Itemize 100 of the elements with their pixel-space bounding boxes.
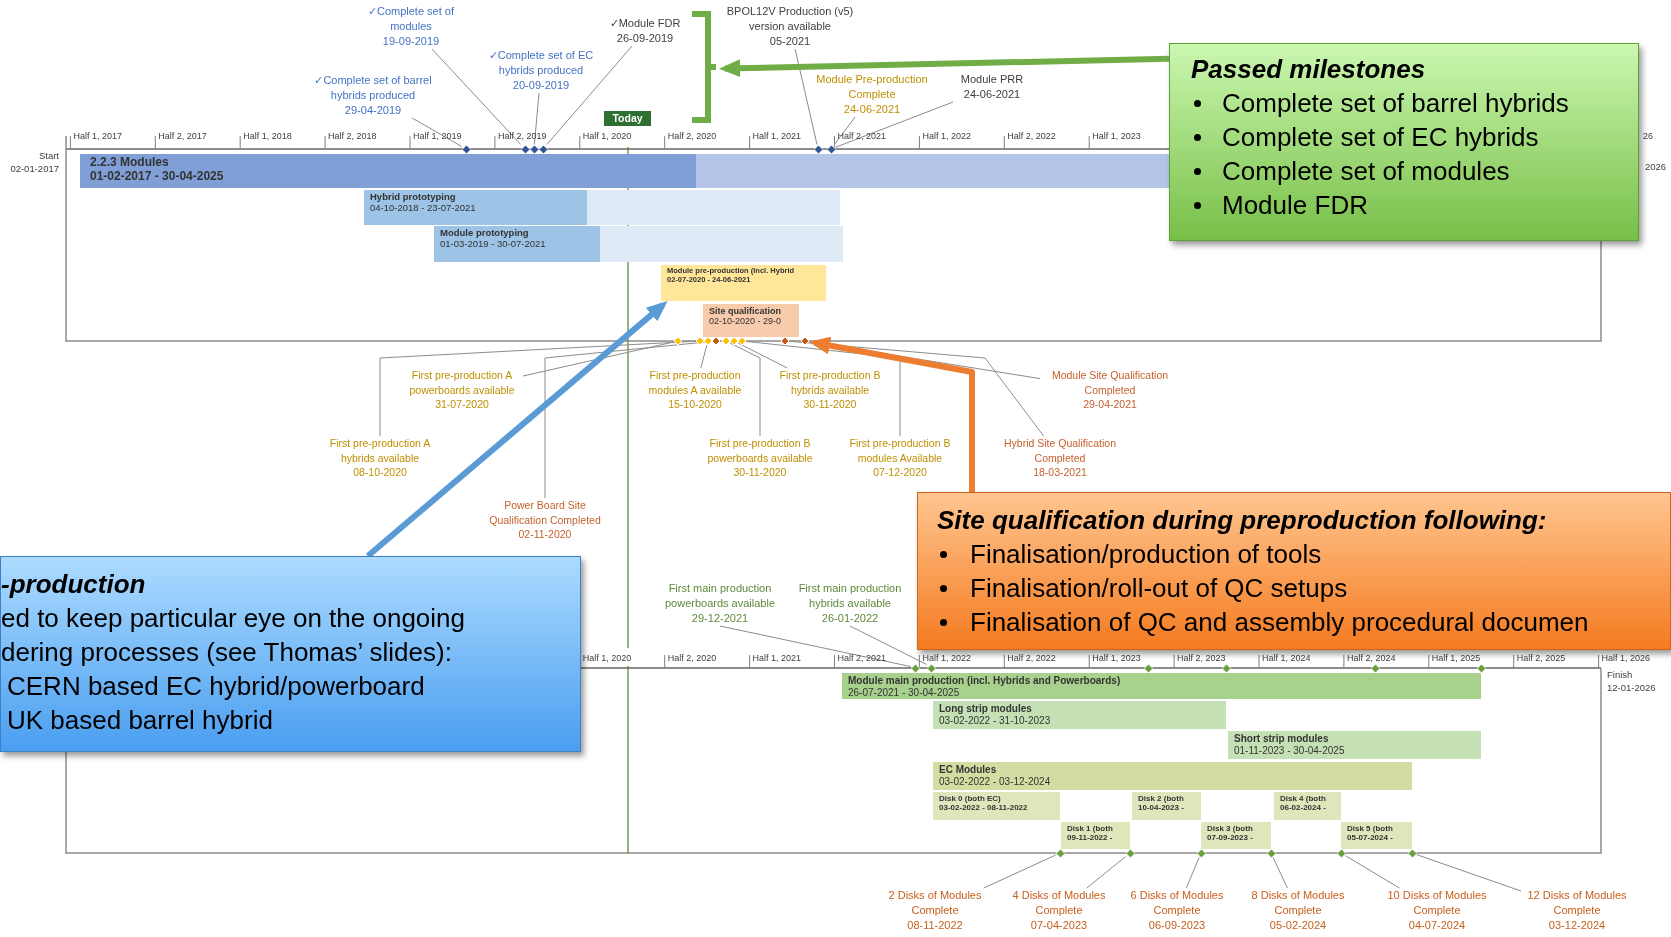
task-dates: 03-02-2022 - 31-10-2023 [939, 714, 1052, 726]
axis-label: 26 [1643, 131, 1653, 142]
milestone-diamond [674, 337, 682, 345]
axis-label: Half 2, 2019 [497, 131, 547, 142]
leader-line [849, 625, 927, 665]
bullet-item: Finalisation/production of tools [918, 537, 1670, 571]
task-bar [80, 154, 1169, 188]
task-dates: 07-09-2023 - [1207, 833, 1254, 843]
milestone-date: 29-04-2021 [1082, 397, 1138, 412]
milestone-label: Hybrid Site Qualification Completed [1002, 436, 1118, 465]
milestone-label: BPOL12V Production (v5) version available [725, 4, 855, 34]
task-name: Long strip modules [939, 703, 1033, 715]
axis-label: Half 1, 2023 [1092, 131, 1141, 142]
milestone-label: ✓Complete set of modules [366, 4, 455, 34]
milestone-date: 05-02-2024 [1268, 918, 1328, 933]
milestone-diamond [1336, 848, 1346, 858]
callout-box [1169, 43, 1639, 241]
milestone-date: 20-09-2019 [511, 78, 571, 93]
milestone-diamond [1407, 848, 1417, 858]
bullet-item: Complete set of EC hybrids [1170, 120, 1638, 154]
task-bar [1132, 792, 1201, 820]
milestone-date: 05-2021 [768, 34, 812, 49]
task-bar [933, 762, 1412, 790]
date-label: 2026 [1645, 161, 1667, 173]
milestone-date: 24-06-2021 [842, 102, 902, 117]
milestone-label: 8 Disks of Modules Complete [1250, 888, 1346, 918]
callout-text: CERN based EC hybrid/powerboard [6, 670, 426, 703]
milestone-date: 18-03-2021 [1032, 465, 1088, 480]
task-dates: 03-02-2022 - 08-11-2022 [939, 803, 1029, 813]
bullet-item: Complete set of modules [1170, 154, 1638, 188]
axis-label: Half 2, 2020 [667, 653, 717, 664]
callout-text: dering processes (see Thomas’ slides): [1, 636, 453, 669]
axis-label: Half 1, 2018 [243, 131, 292, 142]
leader-line [522, 341, 675, 377]
leader-line [379, 340, 697, 437]
milestone-date: 30-11-2020 [732, 465, 788, 480]
axis-label: Half 2, 2018 [328, 131, 377, 142]
leader-line [533, 92, 540, 145]
date-label: Start [37, 150, 59, 162]
milestone-label: 12 Disks of Modules Complete [1526, 888, 1628, 918]
date-label: 12-01-2026 [1607, 682, 1656, 694]
axis-label: Half 1, 2023 [1092, 653, 1141, 664]
callout-title: -production [1, 568, 147, 601]
leader-line [1185, 857, 1200, 889]
milestone-label: First main production hybrids available [797, 581, 903, 611]
task-bar [1228, 731, 1481, 759]
task-name: Disk 5 (both [1347, 824, 1394, 834]
axis-label: Half 1, 2021 [752, 653, 802, 664]
milestone-diamond [1266, 848, 1276, 858]
milestone-date: 19-09-2019 [381, 34, 441, 49]
axis-label: Half 2, 2017 [158, 131, 207, 142]
axis-label: Half 1, 2024 [1262, 653, 1311, 664]
milestone-label: Module Site Qualification Completed [1050, 368, 1170, 397]
callout-text: ed to keep particular eye on the ongoing [1, 602, 466, 635]
task-dates: 09-11-2022 - [1067, 833, 1114, 843]
callout-arrow [365, 301, 668, 559]
milestone-label: First pre-production A hybrids available [328, 436, 432, 465]
callout-title: Passed milestones [1190, 53, 1427, 86]
task-bar [703, 304, 799, 337]
milestone-label: 6 Disks of Modules Complete [1129, 888, 1225, 918]
axis-label: Half 2, 2023 [1177, 653, 1226, 664]
milestone-label: First pre-production A powerboards available [408, 368, 516, 397]
task-name: Hybrid prototyping [370, 192, 457, 203]
milestone-label: Module PRR [959, 72, 1025, 87]
milestone-label: ✓Module FDR [608, 16, 682, 31]
axis-label: Half 2, 2020 [667, 131, 717, 142]
milestone-label: Power Board Site Qualification Completed [488, 498, 602, 527]
milestone-diamond [696, 337, 704, 345]
leader-line [794, 48, 818, 145]
callout-box [0, 556, 581, 752]
bracket [689, 11, 719, 123]
task-bar [661, 265, 826, 301]
task-dates: 03-02-2022 - 03-12-2024 [939, 775, 1052, 787]
leader-line [737, 342, 788, 369]
axis-label: Half 2, 2024 [1346, 653, 1396, 664]
milestone-label: First main production powerboards available [663, 581, 777, 611]
task-name: Disk 4 (both [1280, 794, 1327, 804]
milestone-date: 04-07-2024 [1407, 918, 1467, 933]
milestone-label: First pre-production B powerboards available [706, 436, 814, 465]
task-bar [434, 226, 843, 262]
callout-box [917, 492, 1671, 650]
leader-line [835, 101, 954, 148]
milestone-label: 10 Disks of Modules Complete [1386, 888, 1488, 918]
leader-line [719, 625, 911, 667]
milestone-date: 02-11-2020 [517, 527, 573, 542]
date-label: 02-01-2017 [9, 163, 59, 175]
milestone-date: 30-11-2020 [802, 397, 858, 412]
axis-label: Half 1, 2022 [922, 653, 971, 664]
axis-label: Half 2, 2021 [837, 653, 887, 664]
milestone-date: 07-12-2020 [872, 465, 928, 480]
milestone-diamond [1196, 848, 1206, 858]
task-bar [1061, 822, 1130, 849]
milestone-date: 08-11-2022 [906, 918, 964, 933]
task-name: Disk 3 (both [1207, 824, 1254, 834]
milestone-diamond [1125, 848, 1135, 858]
task-name: Disk 1 (both [1067, 824, 1114, 834]
task-bar [364, 190, 840, 225]
milestone-date: 29-04-2019 [343, 103, 403, 118]
task-name: Module prototyping [440, 228, 530, 239]
task-dates: 02-10-2020 - 29-0 [709, 316, 783, 327]
